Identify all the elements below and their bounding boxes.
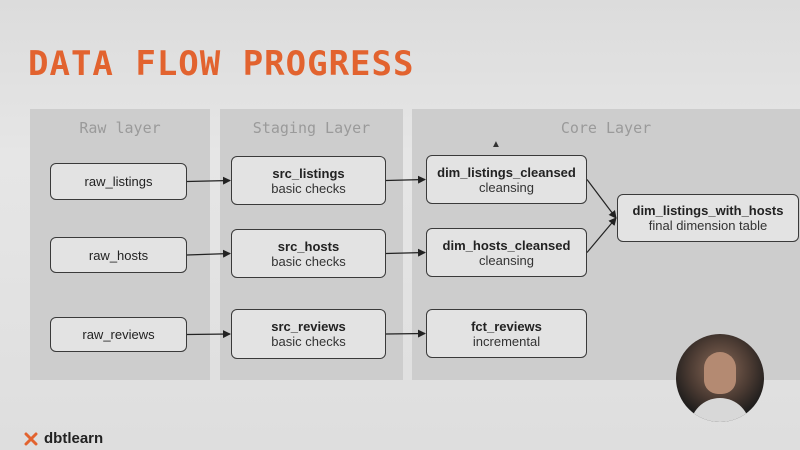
node-label: fct_reviews: [471, 318, 542, 334]
node-dim-listings-with-hosts[interactable]: dim_listings_with_hosts final dimension …: [617, 194, 799, 242]
node-src-hosts[interactable]: src_hosts basic checks: [231, 229, 386, 278]
brand-logo: dbtlearn: [24, 430, 103, 447]
brand-name: dbtlearn: [44, 430, 104, 447]
node-label: raw_hosts: [88, 247, 149, 263]
edge-raw_listings-to-src_listings: [186, 176, 231, 185]
edge-src_hosts-to-dim_hosts_cleansed: [385, 248, 426, 257]
node-sublabel: cleansing: [479, 252, 534, 268]
node-label: dim_listings_with_hosts: [632, 203, 784, 218]
edge-dim_listings_cleansed-to-dim_listings_with_hosts: [586, 179, 617, 219]
node-label: src_reviews: [271, 319, 346, 334]
edge-src_reviews-to-fct_reviews: [385, 329, 426, 338]
node-sublabel: basic checks: [271, 334, 346, 349]
node-dim-listings-cleansed[interactable]: dim_listings_cleansed cleansing: [426, 155, 587, 204]
slide-title: DATA FLOW PROGRESS: [28, 44, 415, 84]
edge-raw_reviews-to-src_reviews: [186, 330, 231, 339]
mouse-cursor-icon: ▲: [491, 139, 501, 150]
staging-layer-title: Staging Layer: [252, 119, 371, 137]
node-label: src_hosts: [277, 238, 340, 254]
core-layer-title: Core Layer: [560, 119, 652, 137]
presenter-shirt: [690, 398, 750, 422]
node-raw-listings[interactable]: raw_listings: [50, 163, 187, 200]
node-fct-reviews[interactable]: fct_reviews incremental: [426, 309, 587, 358]
dbt-logo-icon: [24, 432, 38, 445]
node-label: src_listings: [272, 165, 345, 181]
node-dim-hosts-cleansed[interactable]: dim_hosts_cleansed cleansing: [426, 228, 587, 277]
presenter-head: [704, 352, 736, 394]
node-raw-reviews[interactable]: raw_reviews: [50, 317, 187, 352]
node-label: raw_reviews: [82, 327, 155, 342]
node-label: dim_hosts_cleansed: [442, 237, 571, 253]
node-src-listings[interactable]: src_listings basic checks: [231, 156, 386, 205]
node-sublabel: basic checks: [271, 180, 346, 196]
node-label: raw_listings: [84, 174, 153, 189]
node-sublabel: final dimension table: [648, 218, 768, 233]
node-src-reviews[interactable]: src_reviews basic checks: [231, 309, 386, 359]
node-sublabel: cleansing: [479, 179, 534, 195]
edge-src_listings-to-dim_listings_cleansed: [385, 175, 426, 184]
presenter-webcam: [676, 334, 764, 422]
node-raw-hosts[interactable]: raw_hosts: [50, 237, 187, 273]
node-label: dim_listings_cleansed: [437, 164, 576, 180]
edge-dim_hosts_cleansed-to-dim_listings_with_hosts: [586, 217, 617, 253]
edge-raw_hosts-to-src_hosts: [186, 249, 231, 258]
node-sublabel: incremental: [472, 333, 541, 349]
node-sublabel: basic checks: [271, 253, 346, 269]
raw-layer-title: Raw layer: [79, 119, 161, 137]
